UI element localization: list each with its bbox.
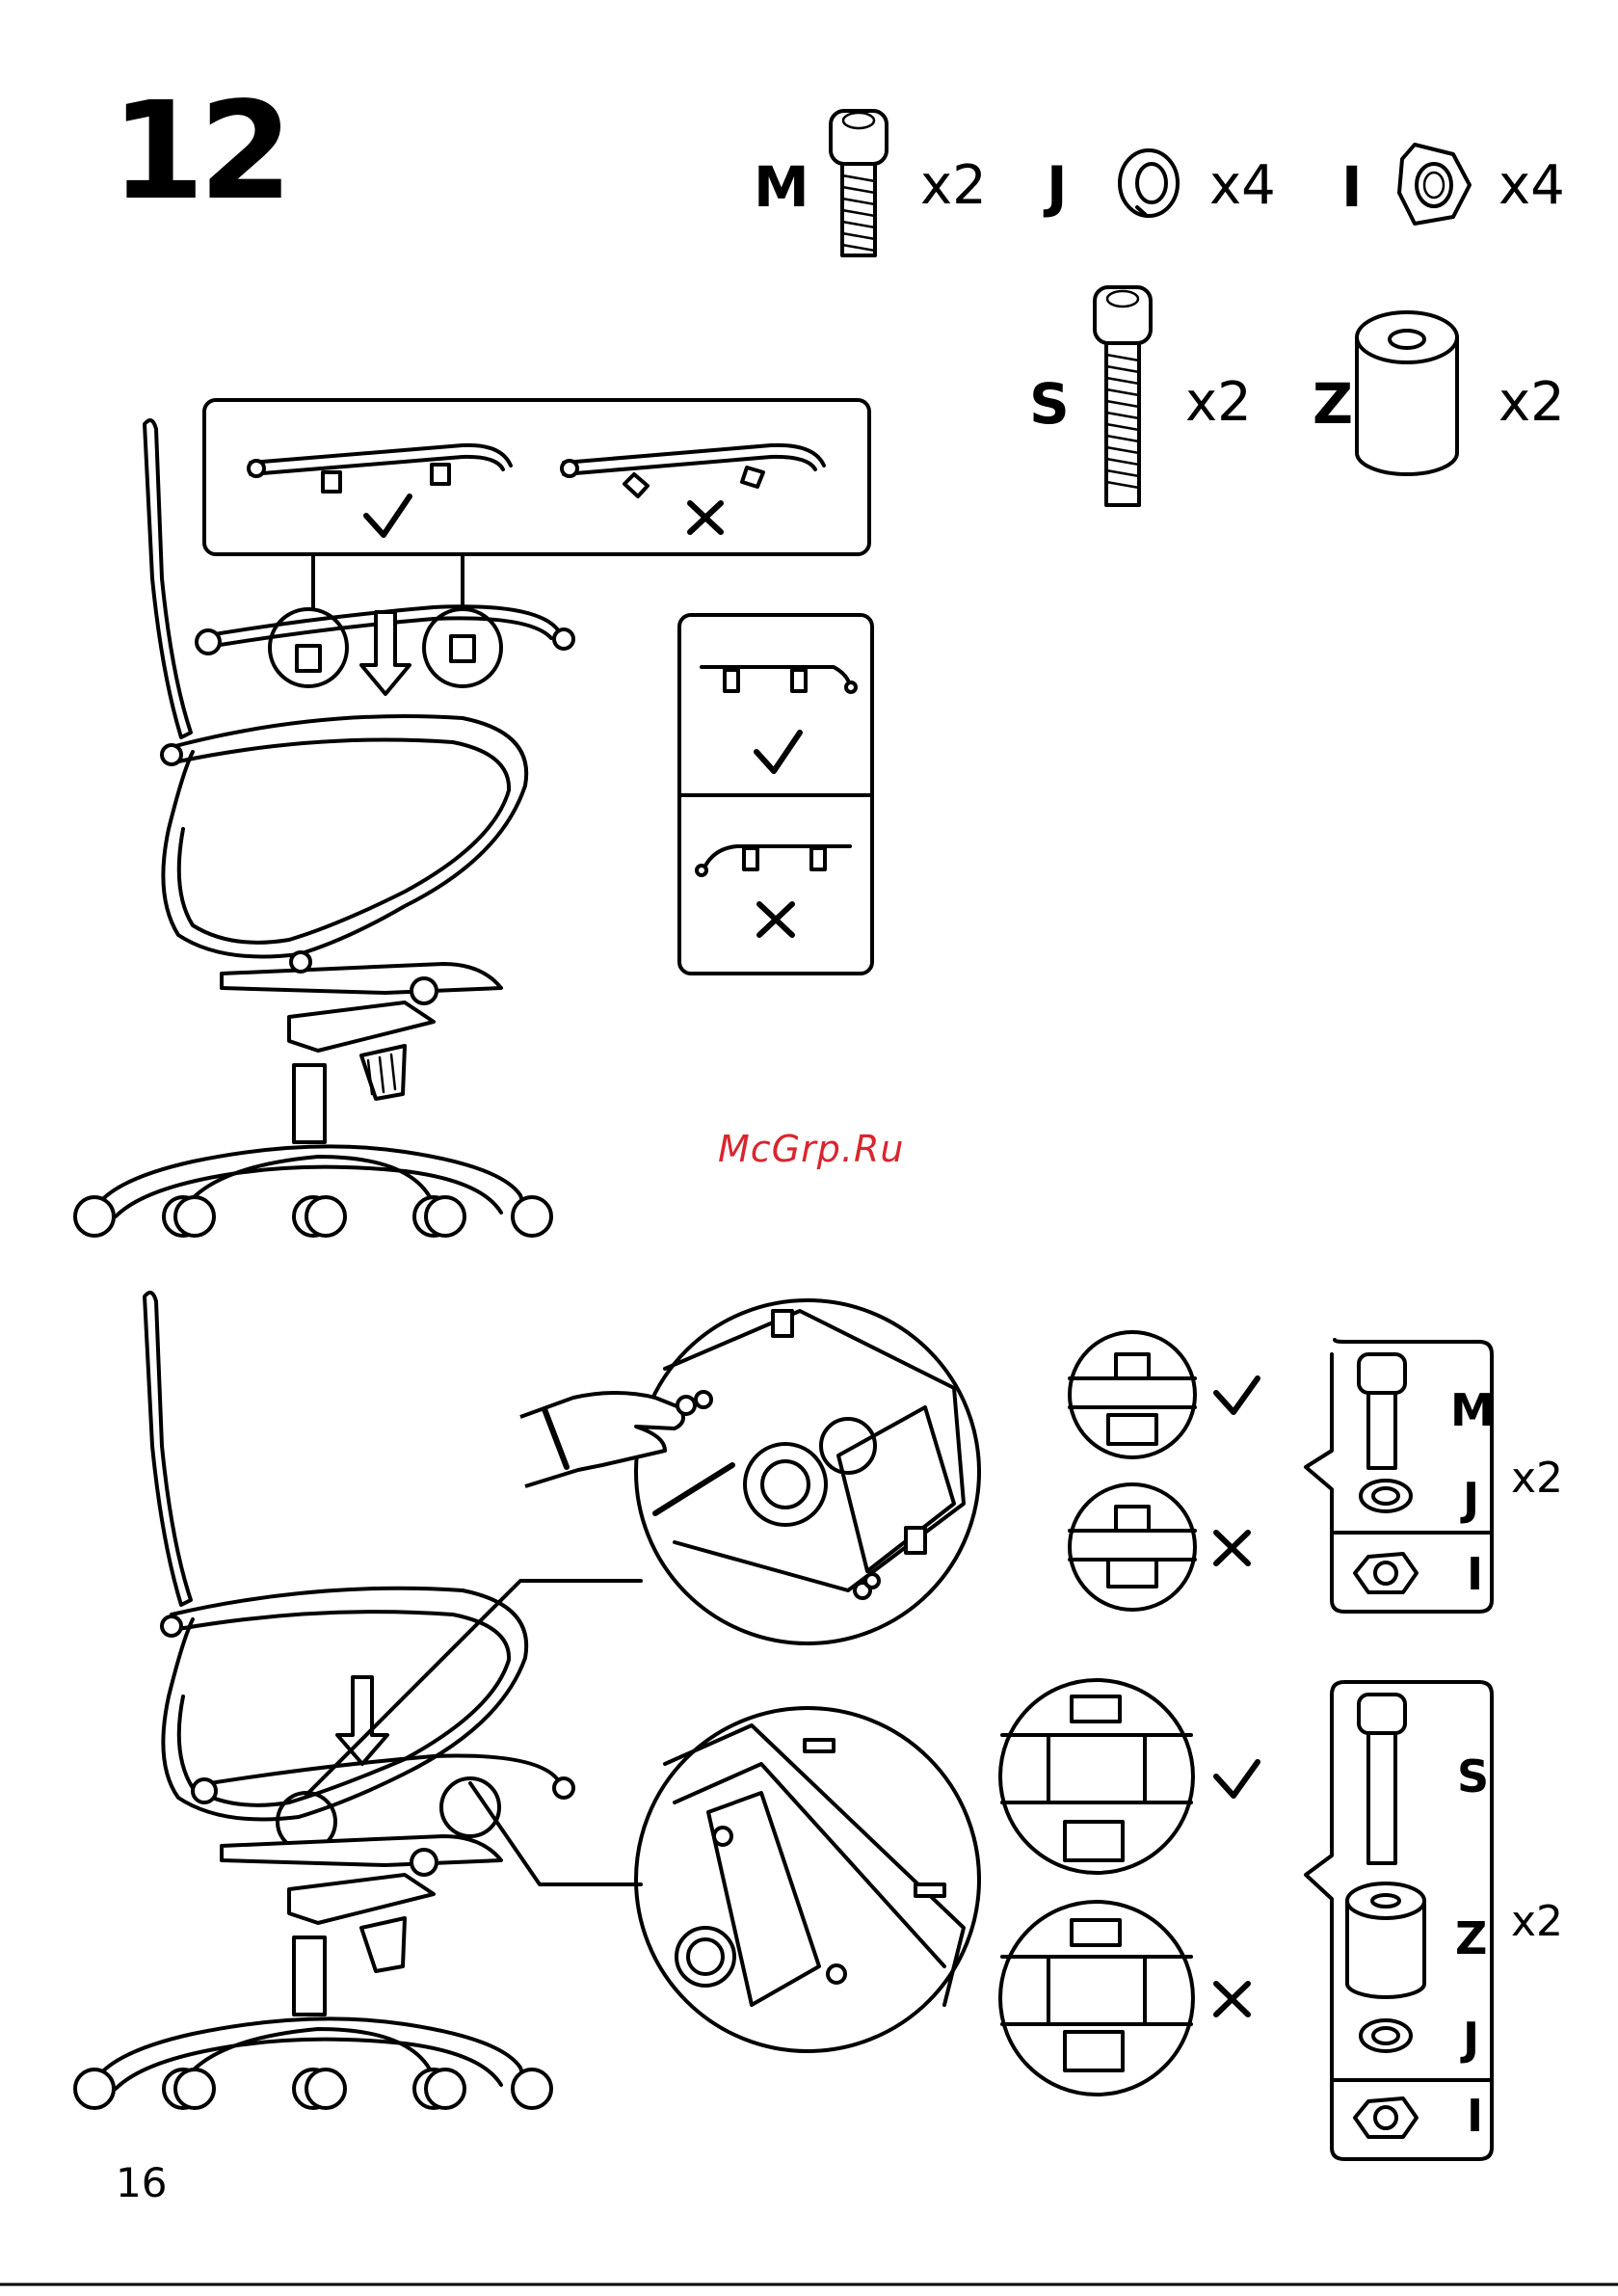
kit2-box [1306,1682,1492,2159]
detail-circle-front-bolt [520,1300,979,1643]
bolt-long-icon [1095,287,1151,505]
rail-side-callout [679,615,872,974]
kit2-orientation-examples [1000,1680,1258,2095]
kit1-box [1306,1340,1492,1612]
spacer-sleeve-icon [1357,312,1457,474]
hex-nut-icon [1399,145,1470,224]
rail-orientation-callout [204,400,869,609]
spring-washer-icon [1120,150,1178,216]
kit1-orientation-examples [1070,1332,1258,1610]
detail-circle-rear-bolt [636,1708,979,2051]
bolt-short-icon [831,111,887,255]
chair-illustration-top [75,420,573,1236]
